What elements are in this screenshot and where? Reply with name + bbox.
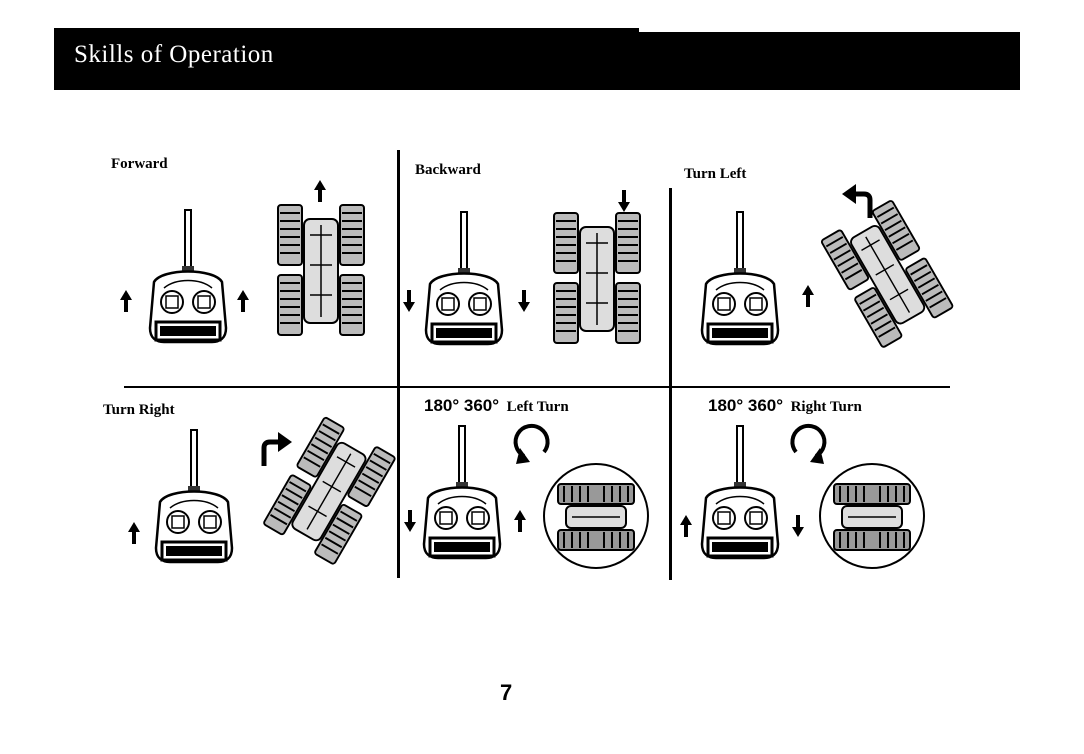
remote-controller-icon xyxy=(694,212,786,352)
arrow-down-icon xyxy=(618,190,630,212)
remote-controller-icon xyxy=(416,426,508,566)
remote-controller-icon xyxy=(148,430,240,570)
car-spinning-icon xyxy=(820,464,924,568)
car-turning-left-icon xyxy=(848,210,936,342)
panel-label-turn-right: Turn Right xyxy=(103,402,175,419)
divider-vertical-1 xyxy=(397,150,400,578)
rotate-clockwise-icon xyxy=(786,420,830,464)
spin-degrees-label: 180° 360° xyxy=(424,396,499,415)
remote-controller-icon xyxy=(142,210,234,350)
arrow-up-icon xyxy=(237,290,249,312)
panel-label-turn-left: Turn Left xyxy=(684,166,746,183)
panel-label-backward: Backward xyxy=(415,162,481,179)
arrow-up-icon xyxy=(314,180,326,202)
panel-label-forward: Forward xyxy=(111,156,168,173)
page-number: 7 xyxy=(500,680,512,706)
panel-label-spin-left: 180° 360° Left Turn xyxy=(424,396,569,416)
arrow-down-icon xyxy=(404,510,416,532)
arrow-up-icon xyxy=(128,522,140,544)
header-bar: Skills of Operation xyxy=(54,28,1020,90)
remote-controller-icon xyxy=(418,212,510,352)
arrow-up-icon xyxy=(802,285,814,307)
car-top-view-icon xyxy=(554,213,642,345)
spin-direction-label: Right Turn xyxy=(791,399,862,415)
arrow-up-icon xyxy=(680,515,692,537)
spin-direction-label: Left Turn xyxy=(507,399,569,415)
divider-horizontal xyxy=(124,386,950,388)
arrow-down-icon xyxy=(792,515,804,537)
remote-controller-icon xyxy=(694,426,786,566)
page-title: Skills of Operation xyxy=(74,41,274,69)
arrow-up-icon xyxy=(120,290,132,312)
car-top-view-icon xyxy=(278,205,366,337)
arrow-down-icon xyxy=(518,290,530,312)
divider-vertical-2 xyxy=(669,188,672,580)
arrow-down-icon xyxy=(403,290,415,312)
arrow-up-icon xyxy=(514,510,526,532)
car-spinning-icon xyxy=(544,464,648,568)
rotate-counterclockwise-icon xyxy=(510,420,554,464)
panel-label-spin-right: 180° 360° Right Turn xyxy=(708,396,862,416)
car-turning-right-icon xyxy=(286,430,374,562)
spin-degrees-label: 180° 360° xyxy=(708,396,783,415)
